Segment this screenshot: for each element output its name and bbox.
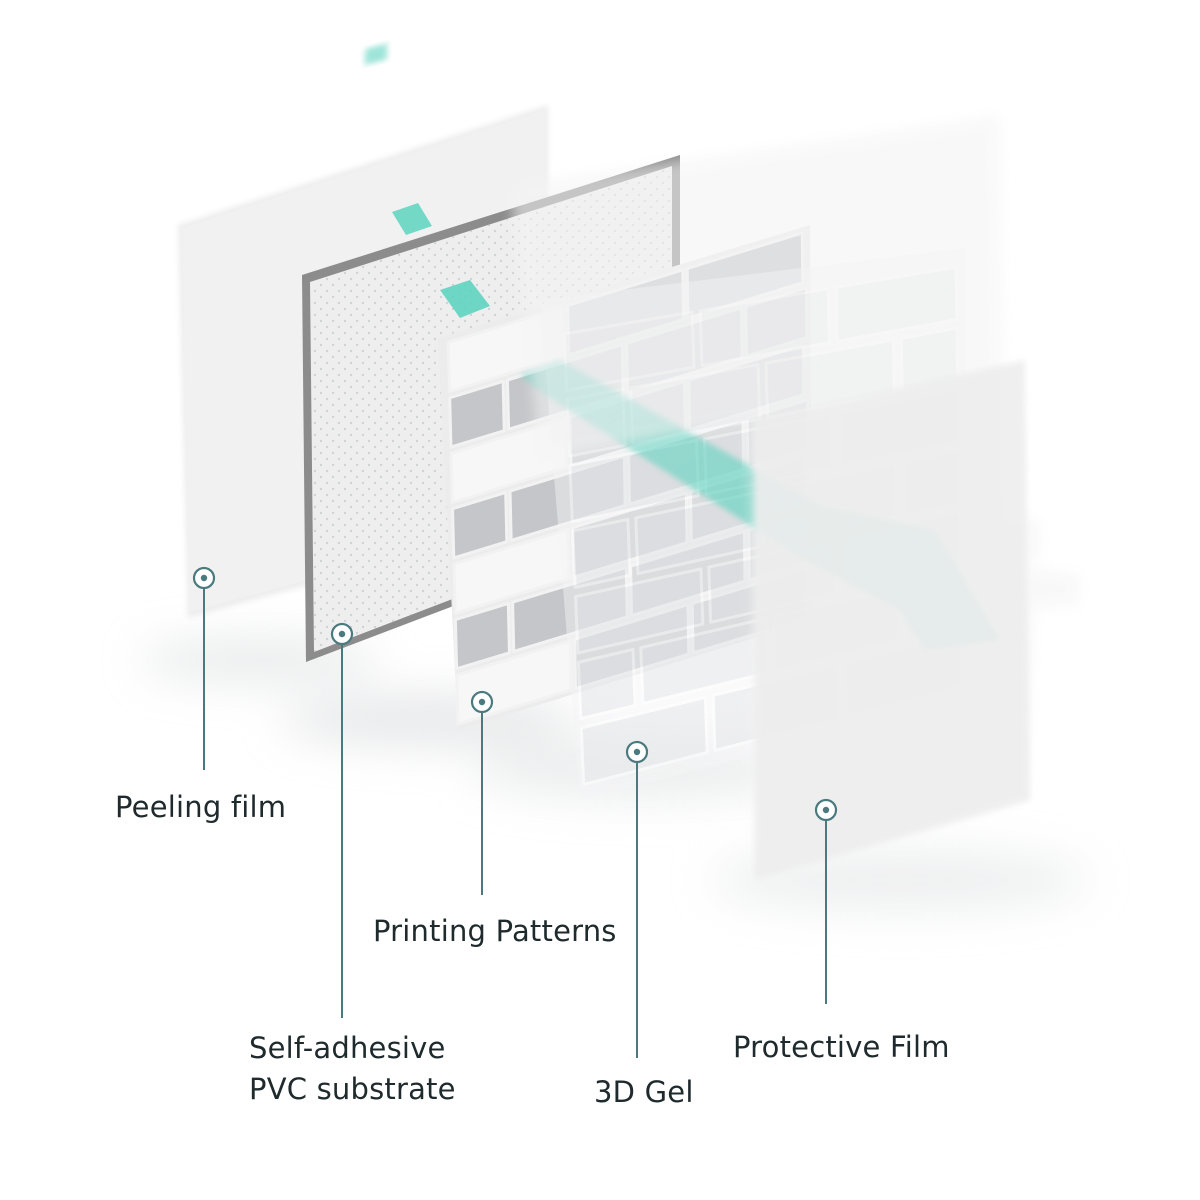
brick-tile [448,379,506,449]
callouts [192,566,838,1058]
accent-marker-3 [440,280,490,318]
callout-printing-patterns [470,690,494,895]
callout-marker-dot [338,630,346,638]
brick-tile [511,565,629,653]
accent-marker-2 [392,203,432,235]
label-pvc-substrate: Self-adhesive PVC substrate [249,1031,456,1106]
gel-tile [579,695,709,786]
callout-pvc-substrate [330,622,354,1018]
label-peeling-film: Peeling film [115,790,287,824]
brick-tile [629,529,747,618]
gel-tile [574,567,705,655]
callout-marker-dot [633,748,641,756]
brick-tile [452,527,571,615]
brick-tile [573,603,691,691]
callout-marker-dot [200,574,208,582]
callout-marker-dot [478,698,486,706]
callout-marker-dot [822,806,830,814]
protective-film-layer [510,115,1080,880]
callout-3d-gel [625,740,649,1058]
callout-protective-film [814,798,838,1004]
brick-tile [508,454,627,542]
label-3d-gel: 3D Gel [594,1075,694,1109]
label-printing-patterns: Printing Patterns [373,914,617,948]
brick-tile [570,491,689,579]
label-protective-film: Protective Film [733,1030,950,1064]
gel-tile [571,517,632,589]
brick-tile [451,490,509,560]
accent-marker-1 [365,43,387,65]
brick-tile [453,601,511,671]
gel-tile [576,647,637,721]
callout-peeling-film [192,566,216,770]
